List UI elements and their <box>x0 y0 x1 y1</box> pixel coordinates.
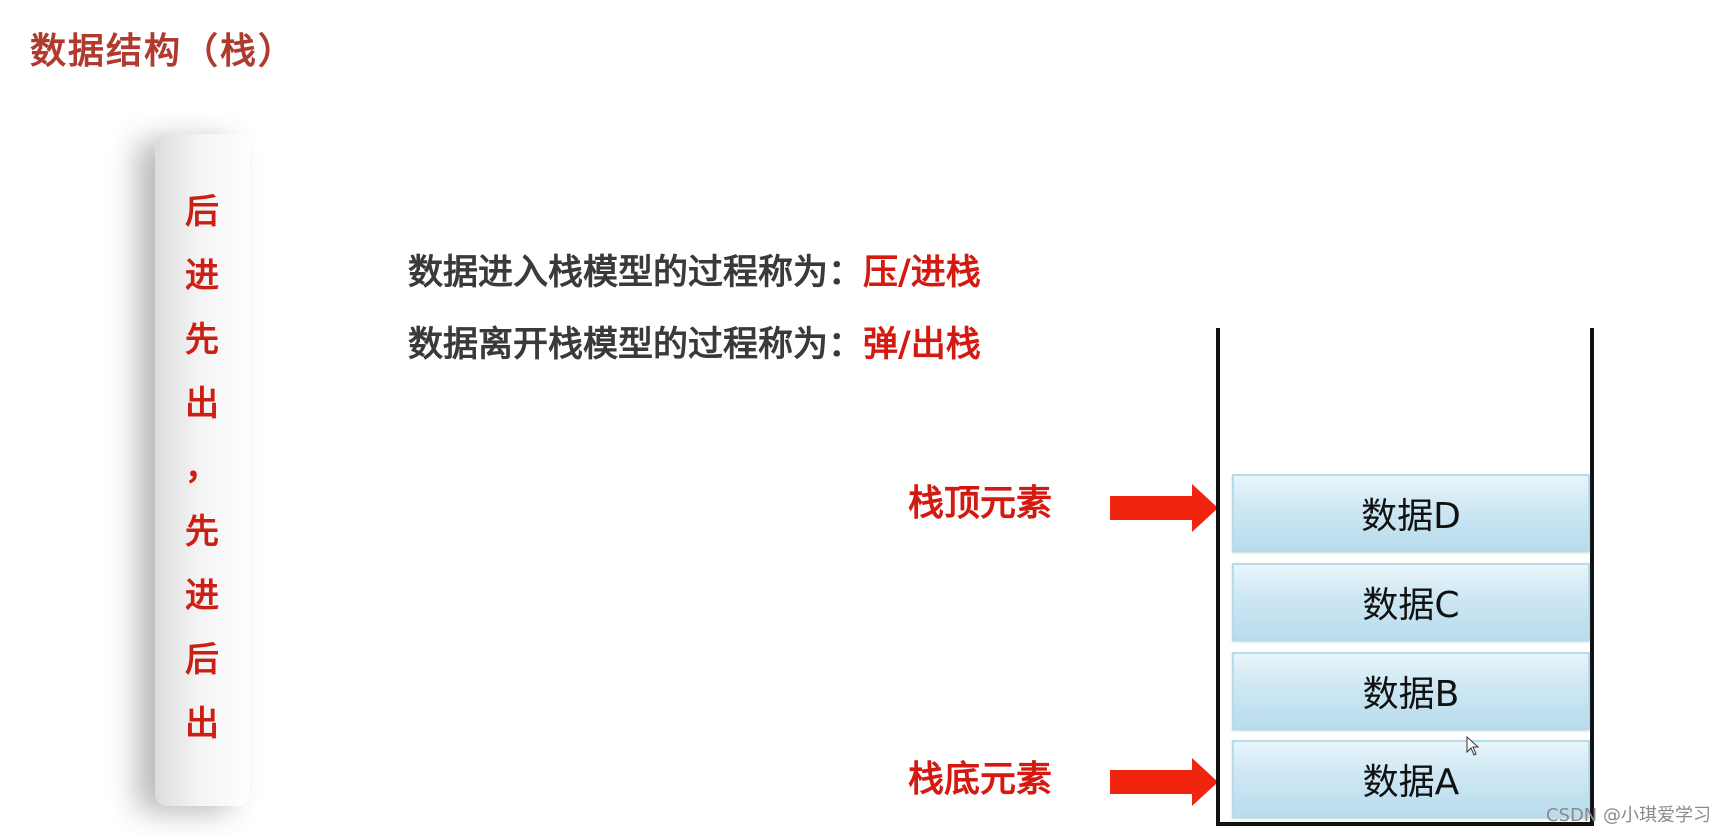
side-panel-char: ， <box>185 448 219 488</box>
side-panel-char: 后 <box>185 192 219 232</box>
stack-item: 数据B <box>1232 652 1590 730</box>
stack-item: 数据C <box>1232 563 1590 641</box>
side-panel-char: 进 <box>185 256 219 296</box>
stack-top-label: 栈顶元素 <box>908 483 1053 524</box>
push-definition: 数据进入栈模型的过程称为：压/进栈 <box>408 244 981 295</box>
mouse-cursor-icon <box>1466 736 1480 756</box>
side-panel-char: 后 <box>185 640 219 680</box>
stack-bottom-arrow-icon <box>1110 758 1218 806</box>
stack-item: 数据D <box>1232 474 1590 552</box>
stack-container: 数据D 数据C 数据B 数据A <box>1216 328 1594 826</box>
stack-top-arrow-icon <box>1110 484 1218 532</box>
stack-bottom-label: 栈底元素 <box>908 759 1053 800</box>
stack-item: 数据A <box>1232 740 1590 818</box>
pop-definition: 数据离开栈模型的过程称为：弹/出栈 <box>408 316 981 367</box>
push-term: 压/进栈 <box>863 253 981 293</box>
push-definition-text: 数据进入栈模型的过程称为： <box>408 253 864 293</box>
watermark: CSDN @小琪爱学习 <box>1545 805 1711 826</box>
page-title: 数据结构（栈） <box>30 31 297 72</box>
lifo-side-panel: 后 进 先 出 ， 先 进 后 出 <box>155 134 249 806</box>
side-panel-char: 进 <box>185 576 219 616</box>
side-panel-char: 出 <box>185 704 219 744</box>
pop-definition-text: 数据离开栈模型的过程称为： <box>408 325 864 365</box>
side-panel-char: 出 <box>185 384 219 424</box>
side-panel-char: 先 <box>185 320 219 360</box>
pop-term: 弹/出栈 <box>863 325 981 365</box>
side-panel-char: 先 <box>185 512 219 552</box>
